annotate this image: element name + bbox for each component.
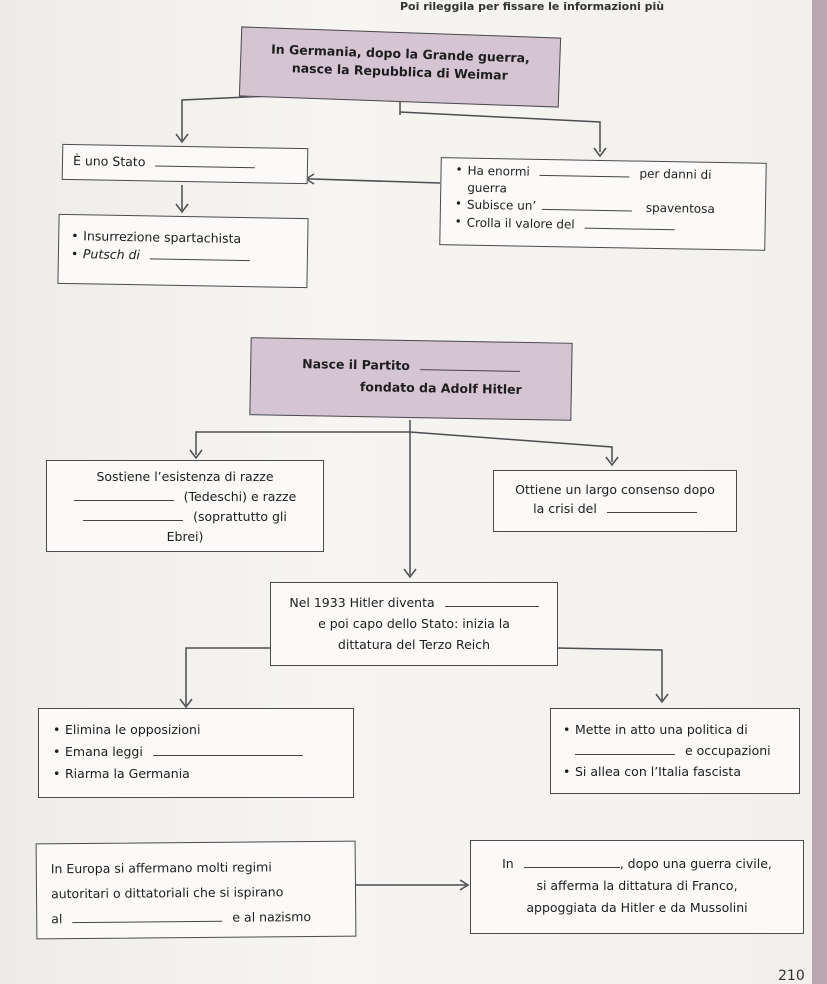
crisi-blank[interactable] (606, 500, 697, 513)
hitler-line2: e poi capo dello Stato: inizia la (318, 616, 510, 631)
razze-line1: Sostiene l’esistenza di razze (96, 469, 274, 484)
spagna-box: In , dopo una guerra civile, si afferma … (470, 840, 804, 934)
consenso-box: Ottiene un largo consenso dopo la crisi … (493, 470, 737, 532)
hitler-blank[interactable] (444, 594, 539, 607)
spagna-blank[interactable] (523, 855, 620, 868)
razze-blank2[interactable] (83, 508, 184, 521)
occupazioni-item: e occupazioni (561, 740, 789, 761)
politica-blank[interactable] (575, 742, 675, 755)
spagna-line1: In , dopo una guerra civile, (502, 855, 772, 871)
foreign-policy-box: Mette in atto una politica di e occupazi… (550, 708, 800, 794)
page-number: 210 (778, 968, 805, 984)
spagna-line3: appoggiata da Hitler e da Mussolini (526, 900, 748, 915)
weimar-revolts-box: Insurrezione spartachista Putsch di (57, 213, 309, 289)
weimar-economy-box: Ha enormi per danni di guerra Subisce un… (439, 157, 767, 251)
politica-item: Mette in atto una politica di (561, 719, 789, 740)
spagna-line2: si afferma la dittatura di Franco, (536, 878, 738, 893)
weimar-stato-box: È uno Stato (61, 143, 309, 185)
europa-line3: al e al nazismo (51, 908, 312, 927)
riarmo-item: Riarma la Germania (51, 763, 341, 785)
debiti-blank[interactable] (539, 162, 630, 178)
stato-label: È uno Stato (72, 153, 146, 170)
europa-line2: autoritari o dittatoriali che si ispiran… (50, 884, 284, 902)
razze-line4: Ebrei) (166, 529, 204, 544)
subisce-blank[interactable] (541, 196, 633, 212)
putsch-item: Putsch di (69, 245, 297, 267)
internal-policy-box: Elimina le opposizioni Emana leggi Riarm… (38, 708, 354, 798)
partito-title-box: Nasce il Partito fondato da Adolf Hitler (249, 337, 573, 421)
europa-line1: In Europa si affermano molti regimi (50, 859, 272, 877)
europa-blank[interactable] (72, 908, 223, 924)
consenso-line1: Ottiene un largo consenso dopo (515, 482, 715, 497)
razze-line2: (Tedeschi) e razze (57, 487, 313, 507)
alleanza-item: Si allea con l’Italia fascista (561, 761, 789, 782)
weimar-title-box: In Germania, dopo la Grande guerra, nasc… (238, 26, 562, 108)
razze-blank1[interactable] (73, 488, 174, 501)
leggi-item: Emana leggi (51, 741, 341, 763)
razze-line3: (soprattutto gli (57, 507, 313, 527)
hitler-line1: Nel 1933 Hitler diventa (281, 592, 547, 613)
page-header: Poi rileggila per fissare le informazion… (400, 0, 665, 13)
hitler-box: Nel 1933 Hitler diventa e poi capo dello… (270, 582, 558, 666)
europa-box: In Europa si affermano molti regimi auto… (35, 840, 357, 940)
consenso-line2: la crisi del (504, 499, 726, 518)
opposizioni-item: Elimina le opposizioni (51, 719, 341, 741)
partito-title-line2: fondato da Adolf Hitler (359, 379, 522, 397)
putsch-blank[interactable] (149, 246, 251, 262)
crolla-blank[interactable] (584, 215, 675, 230)
leggi-blank[interactable] (152, 743, 303, 756)
partito-blank[interactable] (420, 357, 521, 372)
razze-box: Sostiene l’esistenza di razze (Tedeschi)… (46, 460, 324, 552)
page-edge-strip (812, 0, 827, 984)
hitler-line3: dittatura del Terzo Reich (337, 637, 491, 652)
stato-blank[interactable] (155, 153, 256, 169)
